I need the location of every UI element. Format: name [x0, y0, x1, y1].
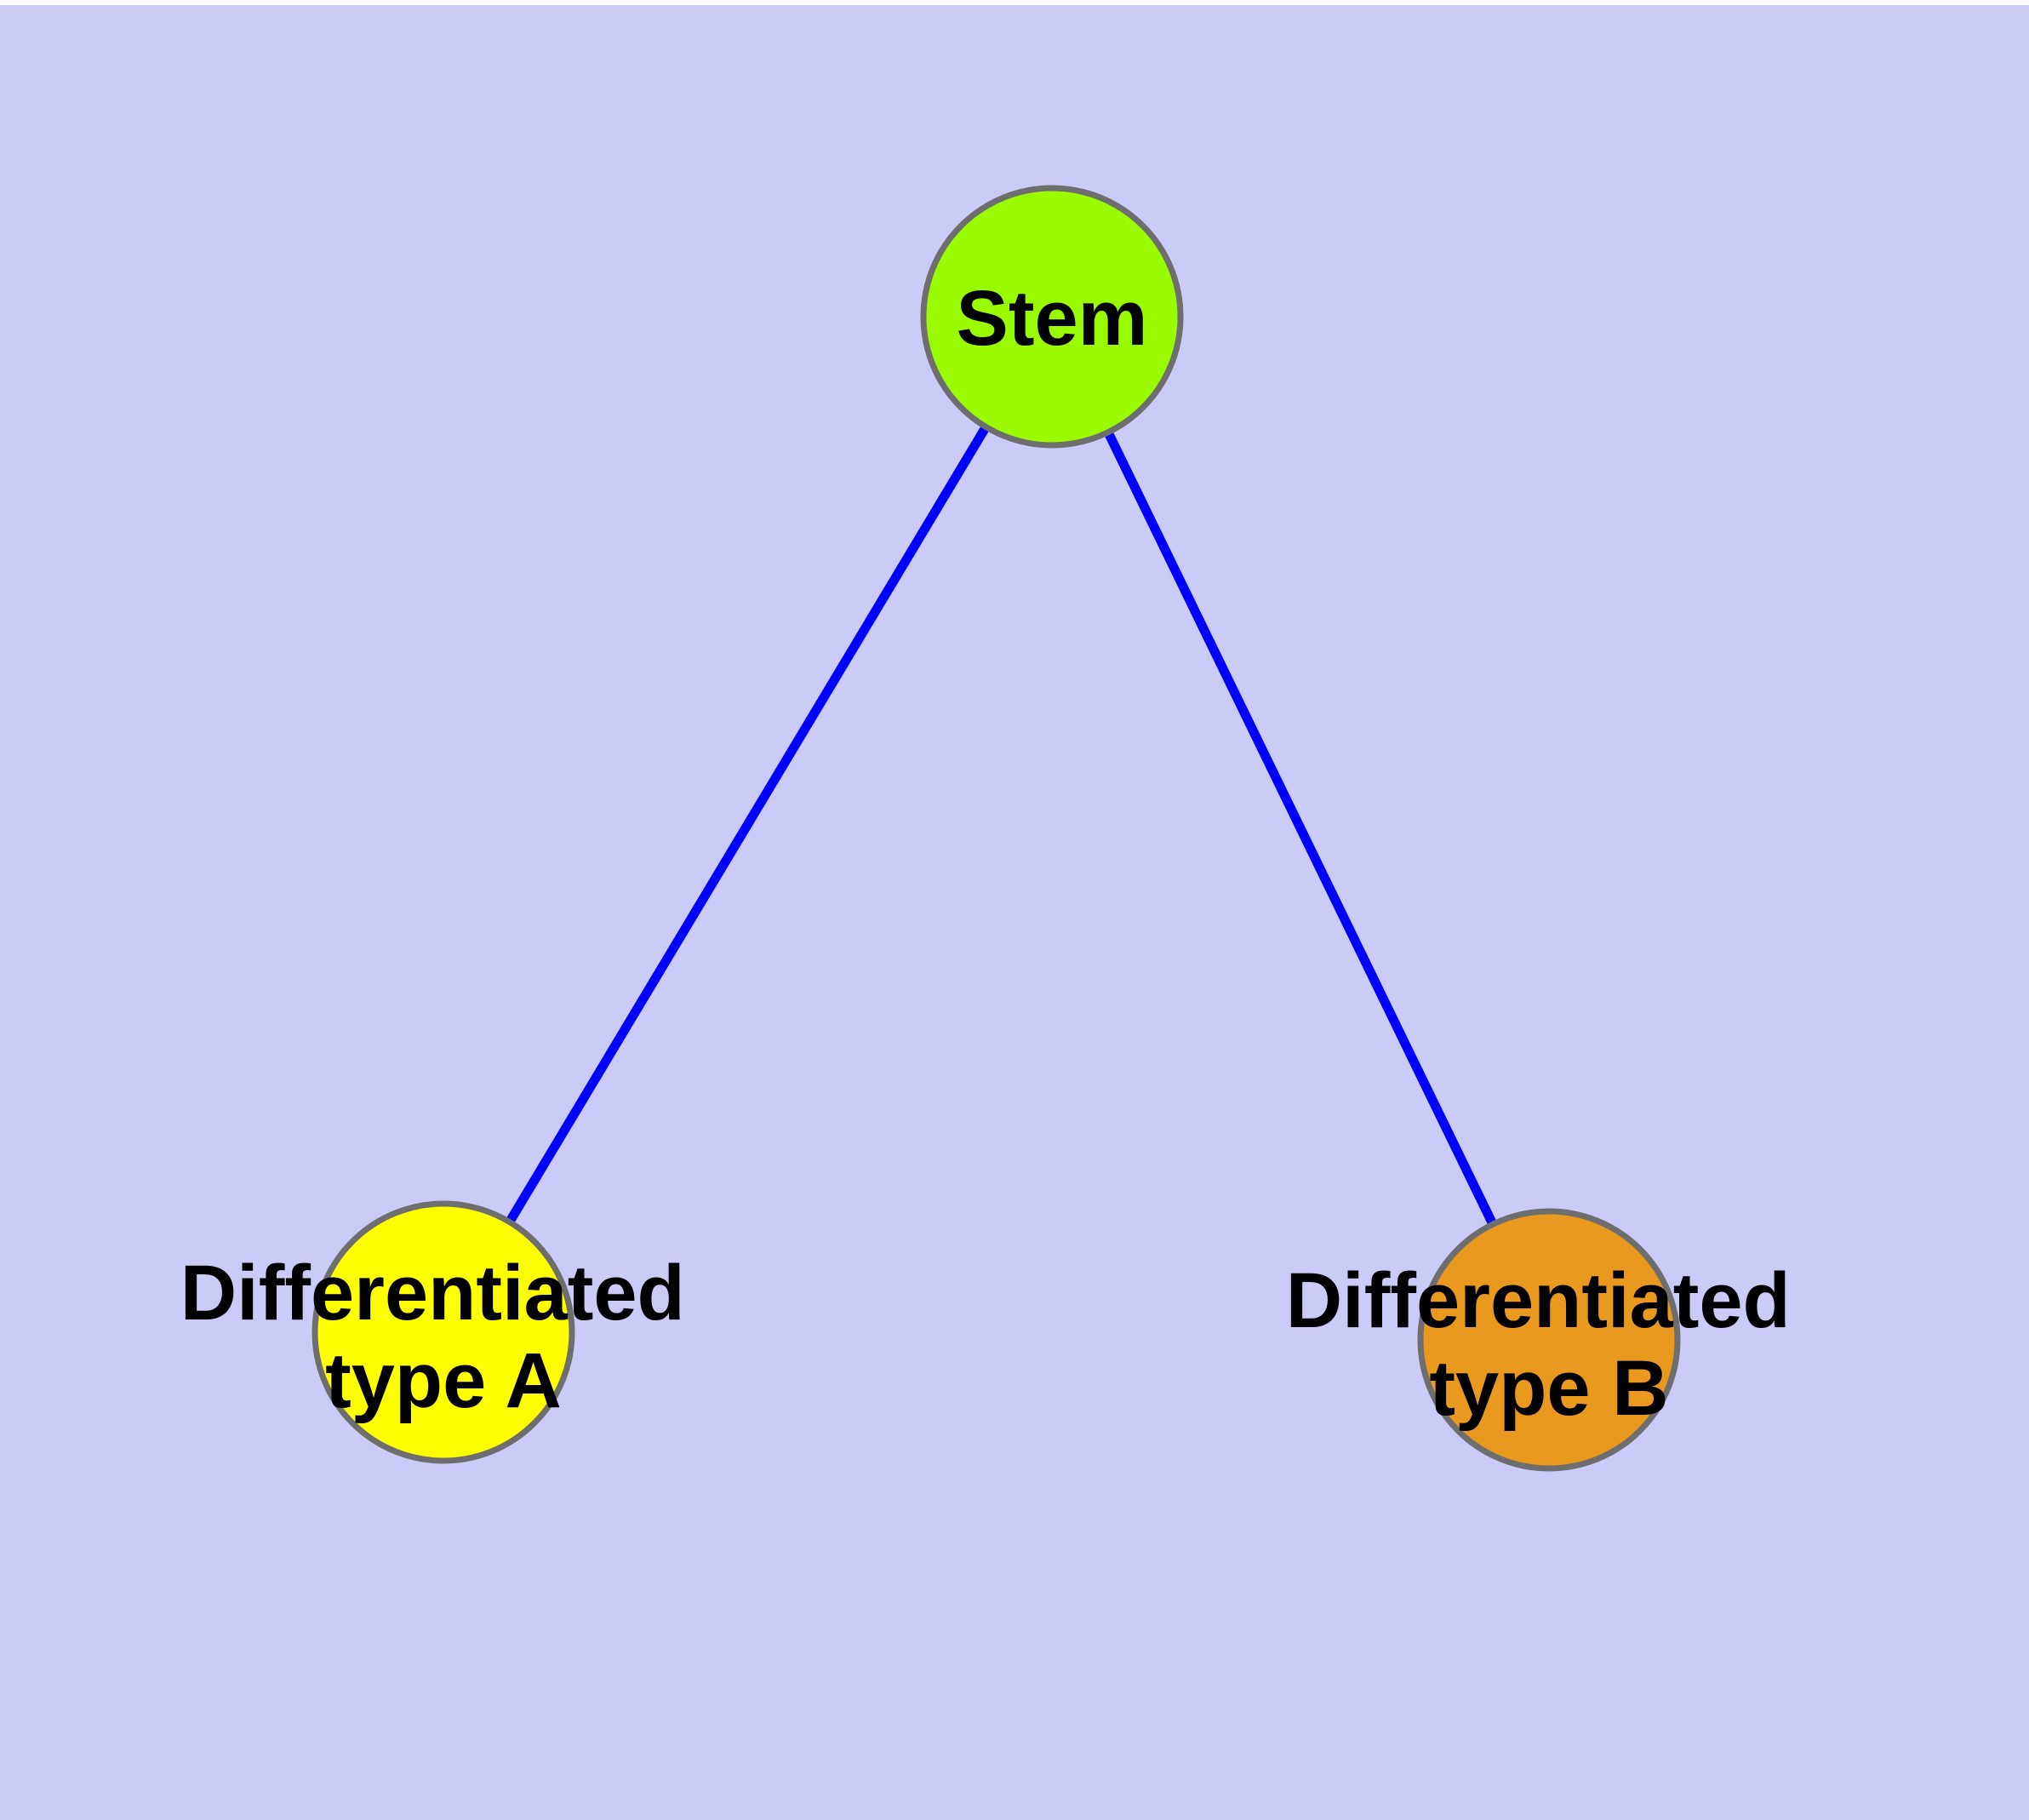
node-stem-label-line1: Stem: [957, 275, 1148, 362]
node-differentiated-type-a-label-line2: type A: [325, 1337, 562, 1424]
node-stem-label: Stem: [957, 275, 1148, 362]
node-differentiated-type-b-label-line1: Differentiated: [1286, 1257, 1791, 1344]
node-differentiated-type-a-circle: [311, 1200, 575, 1464]
edge-stem-to-type-b: [1048, 314, 1553, 1342]
node-differentiated-type-a-label-line1: Differentiated: [180, 1250, 685, 1336]
edge-stem-to-type-a: [439, 314, 1056, 1335]
node-stem-circle: [920, 185, 1184, 449]
node-differentiated-type-a-label: Differentiated type A: [180, 1250, 707, 1424]
node-differentiated-type-b-label-line2: type B: [1429, 1345, 1668, 1432]
top-strip: [0, 0, 2029, 5]
node-differentiated-type-b-label: Differentiated type B: [1286, 1257, 1813, 1432]
node-differentiated-type-b: Differentiated type B: [1286, 1208, 1813, 1472]
node-stem: Stem: [920, 185, 1184, 449]
node-differentiated-type-b-circle: [1417, 1208, 1681, 1472]
node-differentiated-type-a: Differentiated type A: [180, 1200, 707, 1464]
